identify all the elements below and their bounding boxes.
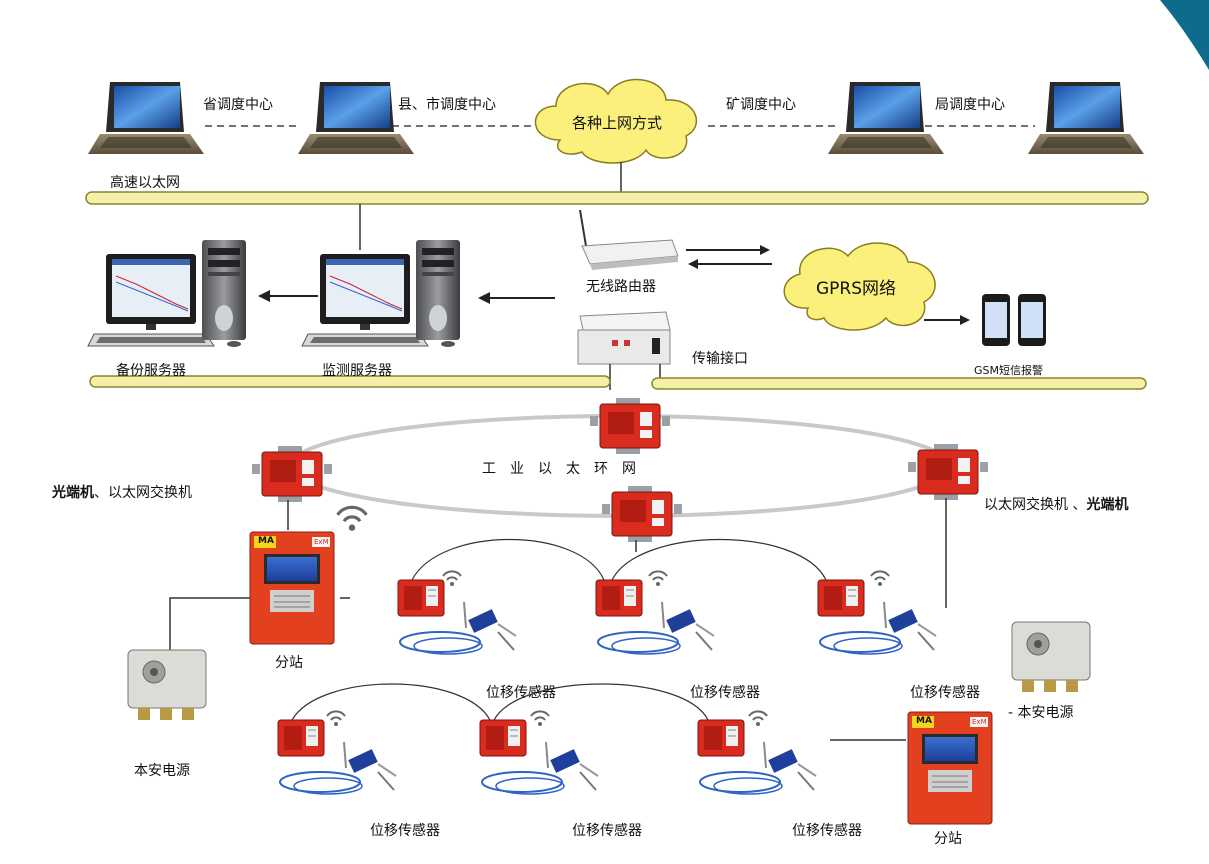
- gsm-bus: [651, 377, 1147, 390]
- wifi-icon: [336, 505, 368, 533]
- county-city-center-label: 县、市调度中心: [398, 97, 496, 113]
- ring-switch-top: [589, 397, 671, 455]
- displacement-sensor: [595, 579, 715, 655]
- gprs-cloud-icon: [783, 242, 936, 331]
- power-source-right: [1011, 621, 1091, 693]
- wifi-icon: [442, 570, 462, 587]
- sensor-label: 位移传感器: [370, 823, 440, 839]
- exd-mark-left: ExM: [314, 538, 329, 546]
- ring-switch-right: [907, 443, 989, 501]
- displacement-sensor: [697, 719, 817, 795]
- power-source-right-label: - 本安电源: [1008, 705, 1074, 721]
- substation-left-label: 分站: [275, 655, 303, 671]
- displacement-sensor: [479, 719, 599, 795]
- corner-decoration: [1160, 0, 1209, 70]
- power-source-left: [127, 649, 207, 721]
- gsm-label: GSM短信报警: [974, 364, 1043, 377]
- cloud-label: 各种上网方式: [572, 114, 663, 132]
- right-switch-label: 以太网交换机 、光端机: [984, 494, 1128, 514]
- left-switch-label-bold: 光端机: [52, 485, 94, 501]
- ring-title: 工 业 以 太 环 网: [482, 461, 636, 477]
- substation-left: [249, 531, 335, 645]
- laptop-icon: [828, 82, 944, 154]
- wifi-icon: [648, 570, 668, 587]
- right-switch-label-rest: 以太网交换机 、: [984, 497, 1087, 513]
- sensor-label: 位移传感器: [486, 685, 556, 701]
- laptop-icon: [88, 82, 204, 154]
- ring-switch-bottom: [601, 485, 683, 543]
- wifi-icon: [530, 710, 550, 727]
- monitor-server-icon: [301, 239, 461, 348]
- substation-right: [907, 711, 993, 825]
- displacement-sensor: [397, 579, 517, 655]
- ring-switch-left: [251, 445, 333, 503]
- left-switch-label-rest: 、以太网交换机: [94, 485, 192, 501]
- substation-right-label: 分站: [934, 831, 962, 847]
- monitor-server-label: 监测服务器: [322, 363, 392, 379]
- router-label: 无线路由器: [586, 279, 656, 295]
- sensor-label: 位移传感器: [690, 685, 760, 701]
- displacement-sensor: [277, 719, 397, 795]
- wifi-icon: [748, 710, 768, 727]
- left-switch-label: 光端机、以太网交换机: [52, 482, 192, 502]
- wifi-icon: [326, 710, 346, 727]
- sensor-label: 位移传感器: [910, 685, 980, 701]
- server-bus: [89, 375, 611, 388]
- province-center-label: 省调度中心: [203, 97, 273, 113]
- wifi-icon: [870, 570, 890, 587]
- interface-label: 传输接口: [692, 351, 748, 367]
- displacement-sensor: [817, 579, 937, 655]
- power-source-left-label: 本安电源: [134, 763, 190, 779]
- backup-server-icon: [87, 239, 247, 348]
- sensor-label: 位移传感器: [572, 823, 642, 839]
- exd-mark-right: ExM: [972, 718, 987, 726]
- cloud-icon: [534, 78, 697, 164]
- laptop-icon: [1028, 82, 1144, 154]
- ma-mark-left: MA: [258, 536, 274, 546]
- bureau-center-label: 局调度中心: [935, 97, 1005, 113]
- right-switch-label-bold: 光端机: [1086, 497, 1129, 513]
- mine-center-label: 矿调度中心: [726, 97, 796, 113]
- interface-box-icon: [577, 311, 671, 365]
- phone-icon: [982, 294, 1046, 346]
- gprs-label: GPRS网络: [816, 279, 897, 299]
- sensor-label: 位移传感器: [792, 823, 862, 839]
- backup-server-label: 备份服务器: [116, 363, 186, 379]
- ethernet-bus: [85, 191, 1149, 205]
- laptop-icon: [298, 82, 414, 154]
- ethernet-label: 高速以太网: [110, 175, 180, 191]
- ma-mark-right: MA: [916, 716, 932, 726]
- router-icon: [579, 209, 679, 270]
